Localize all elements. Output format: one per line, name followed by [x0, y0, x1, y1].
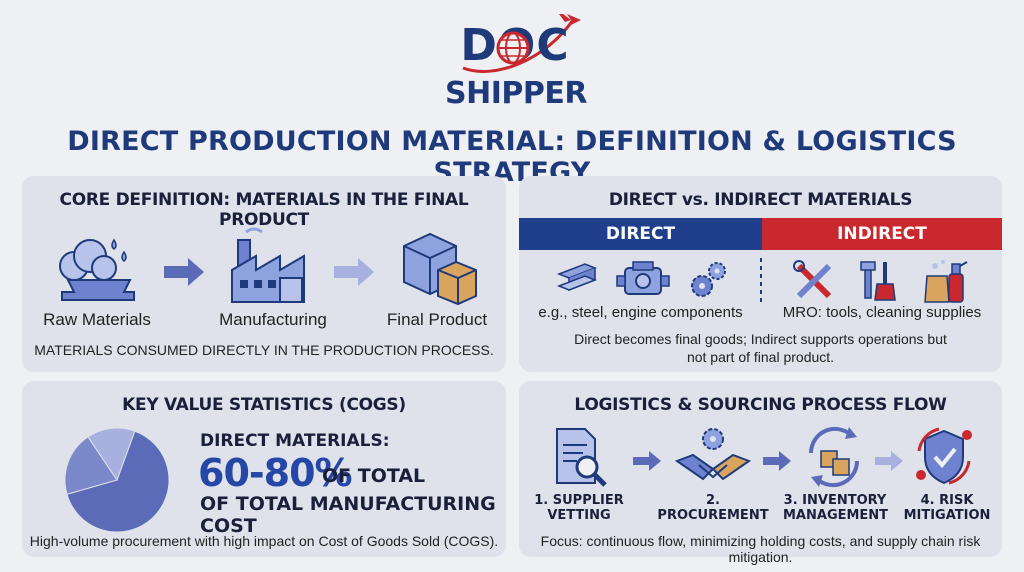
logistics-title: LOGISTICS & SOURCING PROCESS FLOW — [574, 395, 947, 415]
indirect-examples: MRO: tools, cleaning supplies — [782, 304, 982, 321]
direct-vs-indirect-panel: DIRECT vs. INDIRECT MATERIALS DIRECT IND… — [519, 176, 1002, 372]
direct-examples: e.g., steel, engine components — [538, 304, 743, 321]
key-statistics-panel: KEY VALUE STATISTICS (COGS) DIRECT MATER… — [22, 381, 506, 557]
direct-header: DIRECT — [519, 218, 762, 250]
engine-icon — [616, 261, 670, 295]
logistics-caption: Focus: continuous flow, minimizing holdi… — [540, 533, 981, 565]
core-definition-panel: CORE DEFINITION: MATERIALS IN THE FINAL … — [22, 176, 506, 372]
stats-description: OF TOTAL MANUFACTURING COST — [200, 493, 496, 537]
comparison-caption-line1: Direct becomes final goods; Indirect sup… — [574, 331, 947, 347]
arrow-right-icon — [164, 258, 204, 286]
doc-shipper-logo: DOC SHIPPER — [445, 8, 587, 118]
logistics-flow-panel: LOGISTICS & SOURCING PROCESS FLOW — [519, 381, 1002, 565]
page-title: DIRECT PRODUCTION MATERIAL: DEFINITION &… — [67, 126, 957, 188]
steel-beam-icon — [556, 263, 598, 292]
step-final-product: Final Product — [386, 310, 488, 329]
pie-chart — [64, 427, 170, 533]
boxes-icon — [403, 232, 477, 306]
plane-swoosh-icon — [462, 14, 581, 73]
comparison-title: DIRECT vs. INDIRECT MATERIALS — [608, 190, 913, 210]
pie-slice-3 — [87, 427, 136, 482]
globe-icon — [496, 31, 530, 65]
column-divider — [760, 258, 762, 306]
comparison-caption-line2: not part of final product. — [686, 349, 835, 365]
stats-title: KEY VALUE STATISTICS (COGS) — [122, 395, 406, 415]
stats-label: DIRECT MATERIALS: — [200, 431, 390, 451]
shield-risk-icon — [916, 427, 972, 485]
logistics-step-4: 4. RISK MITIGATION — [903, 493, 991, 523]
wrench-screwdriver-icon — [793, 260, 832, 299]
raw-materials-icon — [59, 238, 135, 301]
gears-icon — [691, 262, 726, 297]
stats-caption: High-volume procurement with high impact… — [29, 533, 499, 549]
stats-value: 60-80% — [198, 451, 353, 495]
cleaning-supplies-icon — [924, 260, 968, 303]
document-search-icon — [556, 428, 607, 487]
logistics-step-1: 1. SUPPLIER VETTING — [534, 493, 624, 523]
pie-slice-1 — [66, 430, 170, 533]
logistics-step-2: 2. PROCUREMENT — [657, 493, 769, 523]
pie-slice-2 — [64, 436, 118, 495]
arrow-right-icon — [763, 451, 791, 471]
logistics-step-3: 3. INVENTORY MANAGEMENT — [783, 493, 889, 523]
step-raw-materials: Raw Materials — [43, 310, 151, 329]
core-definition-caption: MATERIALS CONSUMED DIRECTLY IN THE PRODU… — [34, 342, 494, 358]
arrow-right-icon — [633, 451, 661, 471]
indirect-header: INDIRECT — [762, 218, 1002, 250]
factory-icon — [231, 227, 305, 303]
wrench-broom-icon — [860, 261, 896, 301]
core-definition-title: CORE DEFINITION: MATERIALS IN THE FINAL … — [59, 190, 469, 230]
handshake-gear-icon — [674, 428, 752, 481]
arrow-right-icon — [875, 451, 903, 471]
inventory-cycle-icon — [808, 426, 860, 488]
stats-value-suffix: OF TOTAL — [322, 465, 426, 487]
step-manufacturing: Manufacturing — [219, 310, 327, 329]
arrow-right-icon — [334, 258, 374, 286]
logo-text-shipper: SHIPPER — [445, 76, 587, 111]
